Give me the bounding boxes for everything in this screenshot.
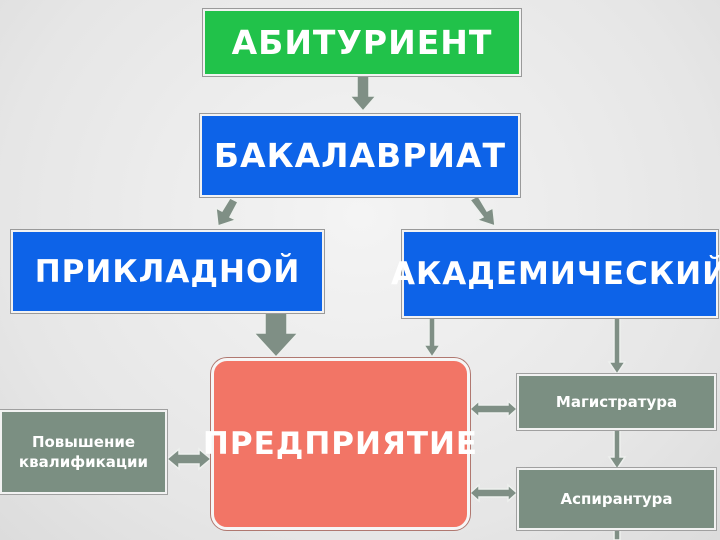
node-povyshenie-label-line1: Повышение [31, 433, 136, 451]
arrow-predpriyatie-aspirantura [468, 483, 519, 503]
node-bakalavriat-label: БАКАЛАВРИАТ [213, 136, 507, 175]
node-akademicheskiy: АКАДЕМИЧЕСКИЙ [391, 230, 720, 318]
arrow-prikladnoy-predpriyatie [252, 312, 300, 359]
node-akademicheskiy-label: АКАДЕМИЧЕСКИЙ [390, 256, 720, 292]
node-aspirantura: Аспирантура [517, 468, 716, 530]
node-abiturient: АБИТУРИЕНТ [203, 9, 521, 76]
node-povyshenie-label-line2: квалификации [18, 453, 149, 471]
node-povyshenie-kvalifikacii: Повышение квалификации [0, 410, 167, 494]
arrow-bakalavriat-akademicheskiy [468, 195, 496, 228]
node-predpriyatie-label: ПРЕДПРИЯТИЕ [202, 426, 479, 462]
node-abiturient-label: АБИТУРИЕНТ [231, 23, 493, 62]
node-magistratura-label: Магистратура [555, 393, 678, 411]
arrow-aspirantura-continue [613, 529, 621, 540]
arrow-akademicheskiy-predpriyatie [422, 317, 442, 359]
arrow-magistratura-aspirantura [607, 429, 627, 471]
node-bakalavriat: БАКАЛАВРИАТ [200, 114, 520, 197]
arrow-predpriyatie-magistratura [468, 399, 519, 419]
arrow-bakalavriat-prikladnoy [215, 197, 240, 228]
node-aspirantura-label: Аспирантура [560, 490, 673, 508]
node-predpriyatie: ПРЕДПРИЯТИЕ [203, 358, 477, 530]
arrow-abiturient-bakalavriat [348, 75, 378, 113]
node-prikladnoy-label: ПРИКЛАДНОЙ [34, 253, 301, 290]
node-magistratura: Магистратура [517, 374, 716, 430]
arrow-akademicheskiy-magistratura [607, 317, 627, 376]
node-prikladnoy: ПРИКЛАДНОЙ [11, 230, 324, 313]
